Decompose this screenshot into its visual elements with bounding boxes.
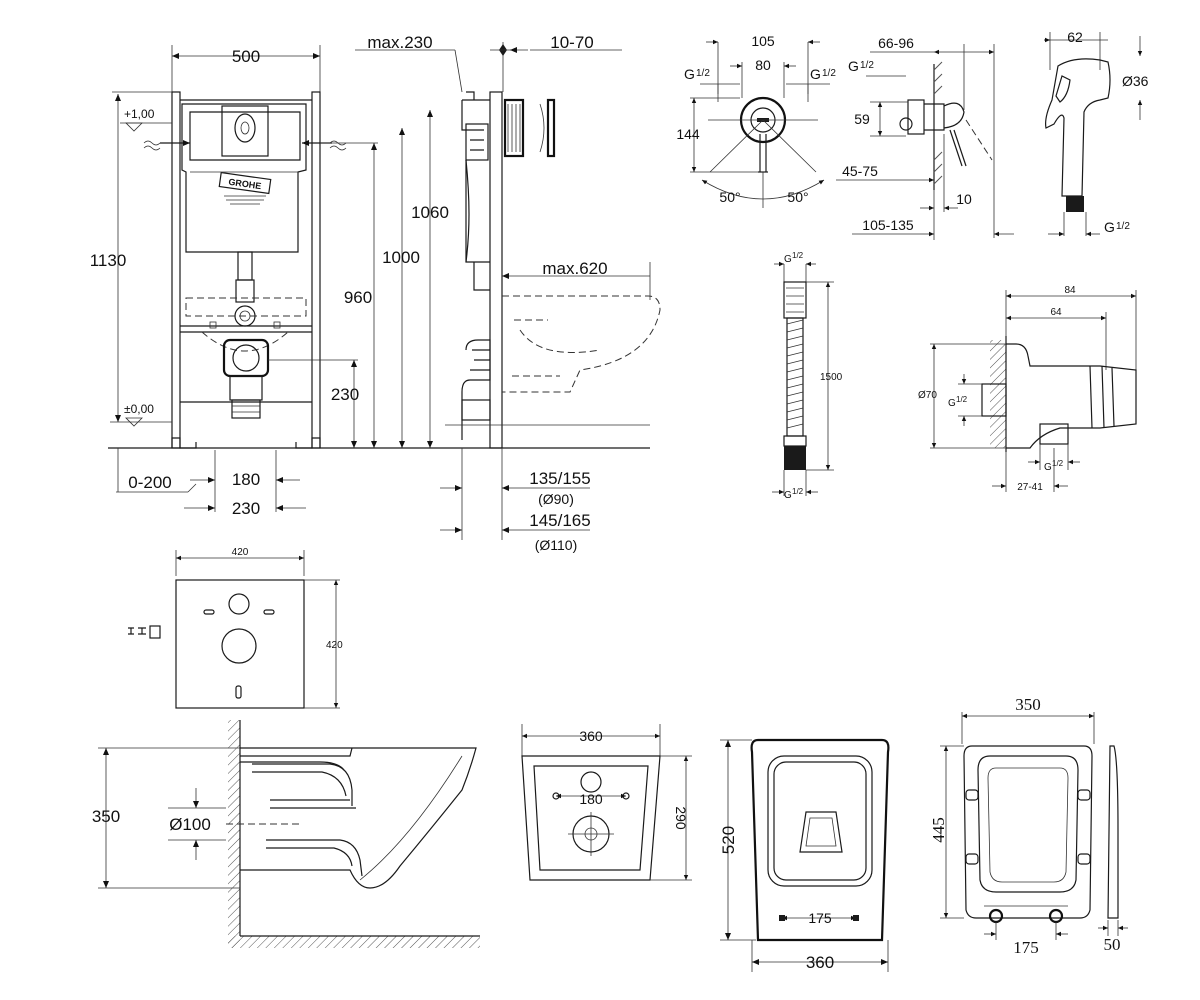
dim-1060-label: 1060 bbox=[411, 203, 449, 222]
mixer-dim-105: 105 bbox=[751, 33, 775, 49]
dim-1000-label: 1000 bbox=[382, 248, 420, 267]
bowl-top-view: 175 520 360 bbox=[719, 738, 890, 972]
level-plus-100: +1,00 bbox=[124, 107, 155, 121]
mixer-dim-144: 144 bbox=[676, 126, 700, 142]
shower-g-label: G bbox=[1104, 219, 1115, 235]
pipe-d110-label: (Ø110) bbox=[535, 537, 578, 553]
insulation-plate-view: 420 420 bbox=[128, 547, 343, 709]
pipe-d90-label: (Ø90) bbox=[538, 491, 574, 507]
back-center-180: 180 bbox=[579, 791, 603, 807]
plate-width-420: 420 bbox=[232, 547, 249, 558]
seat-width-350: 350 bbox=[1015, 695, 1041, 714]
seat-length-445: 445 bbox=[929, 817, 948, 843]
bowl-height-350: 350 bbox=[92, 807, 120, 826]
mixer-side-g: G bbox=[848, 58, 859, 74]
mixer-angle-left: 50° bbox=[719, 189, 740, 205]
mixer-dim-10: 10 bbox=[956, 191, 972, 207]
hose-g-top: G bbox=[784, 254, 792, 265]
bowl-side-view: 350 Ø100 bbox=[92, 720, 480, 948]
range-10-70-label: 10-70 bbox=[550, 33, 593, 52]
pipe-135-155-label: 135/155 bbox=[529, 469, 590, 488]
top-length-520: 520 bbox=[719, 826, 738, 854]
outlet-dim-84: 84 bbox=[1064, 285, 1076, 296]
mixer-g-right-frac: 1/2 bbox=[822, 68, 836, 79]
mixer-g-right: G bbox=[810, 66, 821, 82]
bowl-back-view: 360 180 290 bbox=[521, 724, 692, 881]
mixer-side-view: 66-96 G 1/2 59 45-75 10 105-135 bbox=[836, 35, 1014, 240]
outlet-g-bottom: G bbox=[1044, 462, 1052, 473]
hose-g-bottom: G bbox=[784, 490, 792, 501]
shower-g-frac: 1/2 bbox=[1116, 221, 1130, 232]
outlet-g-bottom-frac: 1/2 bbox=[1052, 459, 1064, 468]
dim-960-label: 960 bbox=[344, 288, 372, 307]
toilet-seat-view: 350 445 175 50 bbox=[929, 695, 1128, 957]
seat-thickness-50: 50 bbox=[1104, 935, 1121, 954]
mixer-side-g-frac: 1/2 bbox=[860, 60, 874, 71]
dim-180-label: 180 bbox=[232, 470, 260, 489]
shower-dim-d36: Ø36 bbox=[1122, 73, 1149, 89]
shower-hose-view: G 1/2 1500 G 1/2 bbox=[772, 251, 843, 501]
plate-height-420: 420 bbox=[326, 640, 343, 651]
mixer-dim-45-75: 45-75 bbox=[842, 163, 878, 179]
mixer-angle-right: 50° bbox=[787, 189, 808, 205]
outlet-dim-27-41: 27-41 bbox=[1017, 482, 1043, 493]
hose-g-bottom-frac: 1/2 bbox=[792, 487, 804, 496]
level-zero: ±0,00 bbox=[124, 402, 154, 416]
hand-shower-view: 62 Ø36 G 1/2 bbox=[1044, 29, 1149, 237]
back-width-360: 360 bbox=[579, 728, 603, 744]
back-height-290: 290 bbox=[673, 806, 689, 830]
dim-500-label: 500 bbox=[232, 47, 260, 66]
frame-front-view: 500 GROHE bbox=[90, 45, 449, 518]
dim-230-width-label: 230 bbox=[232, 499, 260, 518]
top-inner-175: 175 bbox=[808, 910, 832, 926]
dim-1130-label: 1130 bbox=[90, 251, 127, 270]
wall-outlet-view: 84 64 Ø70 G 1/2 G 1/2 27-41 bbox=[918, 285, 1137, 493]
hose-length: 1500 bbox=[820, 372, 843, 383]
mixer-g-left: G bbox=[684, 66, 695, 82]
pipe-145-165-label: 145/165 bbox=[529, 511, 590, 530]
mixer-dim-80: 80 bbox=[755, 57, 771, 73]
dim-0-200-label: 0-200 bbox=[128, 473, 171, 492]
mixer-dim-59: 59 bbox=[854, 111, 870, 127]
max-230-label: max.230 bbox=[367, 33, 432, 52]
shower-dim-62: 62 bbox=[1067, 29, 1083, 45]
bowl-pipe-d100: Ø100 bbox=[169, 815, 211, 834]
hose-g-top-frac: 1/2 bbox=[792, 251, 804, 260]
seat-hinge-175: 175 bbox=[1013, 938, 1039, 957]
max-620-label: max.620 bbox=[542, 259, 607, 278]
mixer-front-view: 105 80 G 1/2 G 1/2 144 50° 50° bbox=[676, 33, 836, 208]
frame-side-view: max.230 10-70 max.620 bbox=[355, 33, 661, 553]
mixer-dim-105-135: 105-135 bbox=[862, 217, 914, 233]
grohe-logo-text: GROHE bbox=[228, 177, 262, 191]
outlet-dim-d70: Ø70 bbox=[918, 390, 937, 401]
top-width-360: 360 bbox=[806, 953, 834, 972]
dim-230-height-label: 230 bbox=[331, 385, 359, 404]
mixer-g-left-frac: 1/2 bbox=[696, 68, 710, 79]
mixer-dim-66-96: 66-96 bbox=[878, 35, 914, 51]
outlet-dim-64: 64 bbox=[1050, 307, 1062, 318]
outlet-g-side-frac: 1/2 bbox=[956, 395, 968, 404]
outlet-g-side: G bbox=[948, 398, 956, 409]
